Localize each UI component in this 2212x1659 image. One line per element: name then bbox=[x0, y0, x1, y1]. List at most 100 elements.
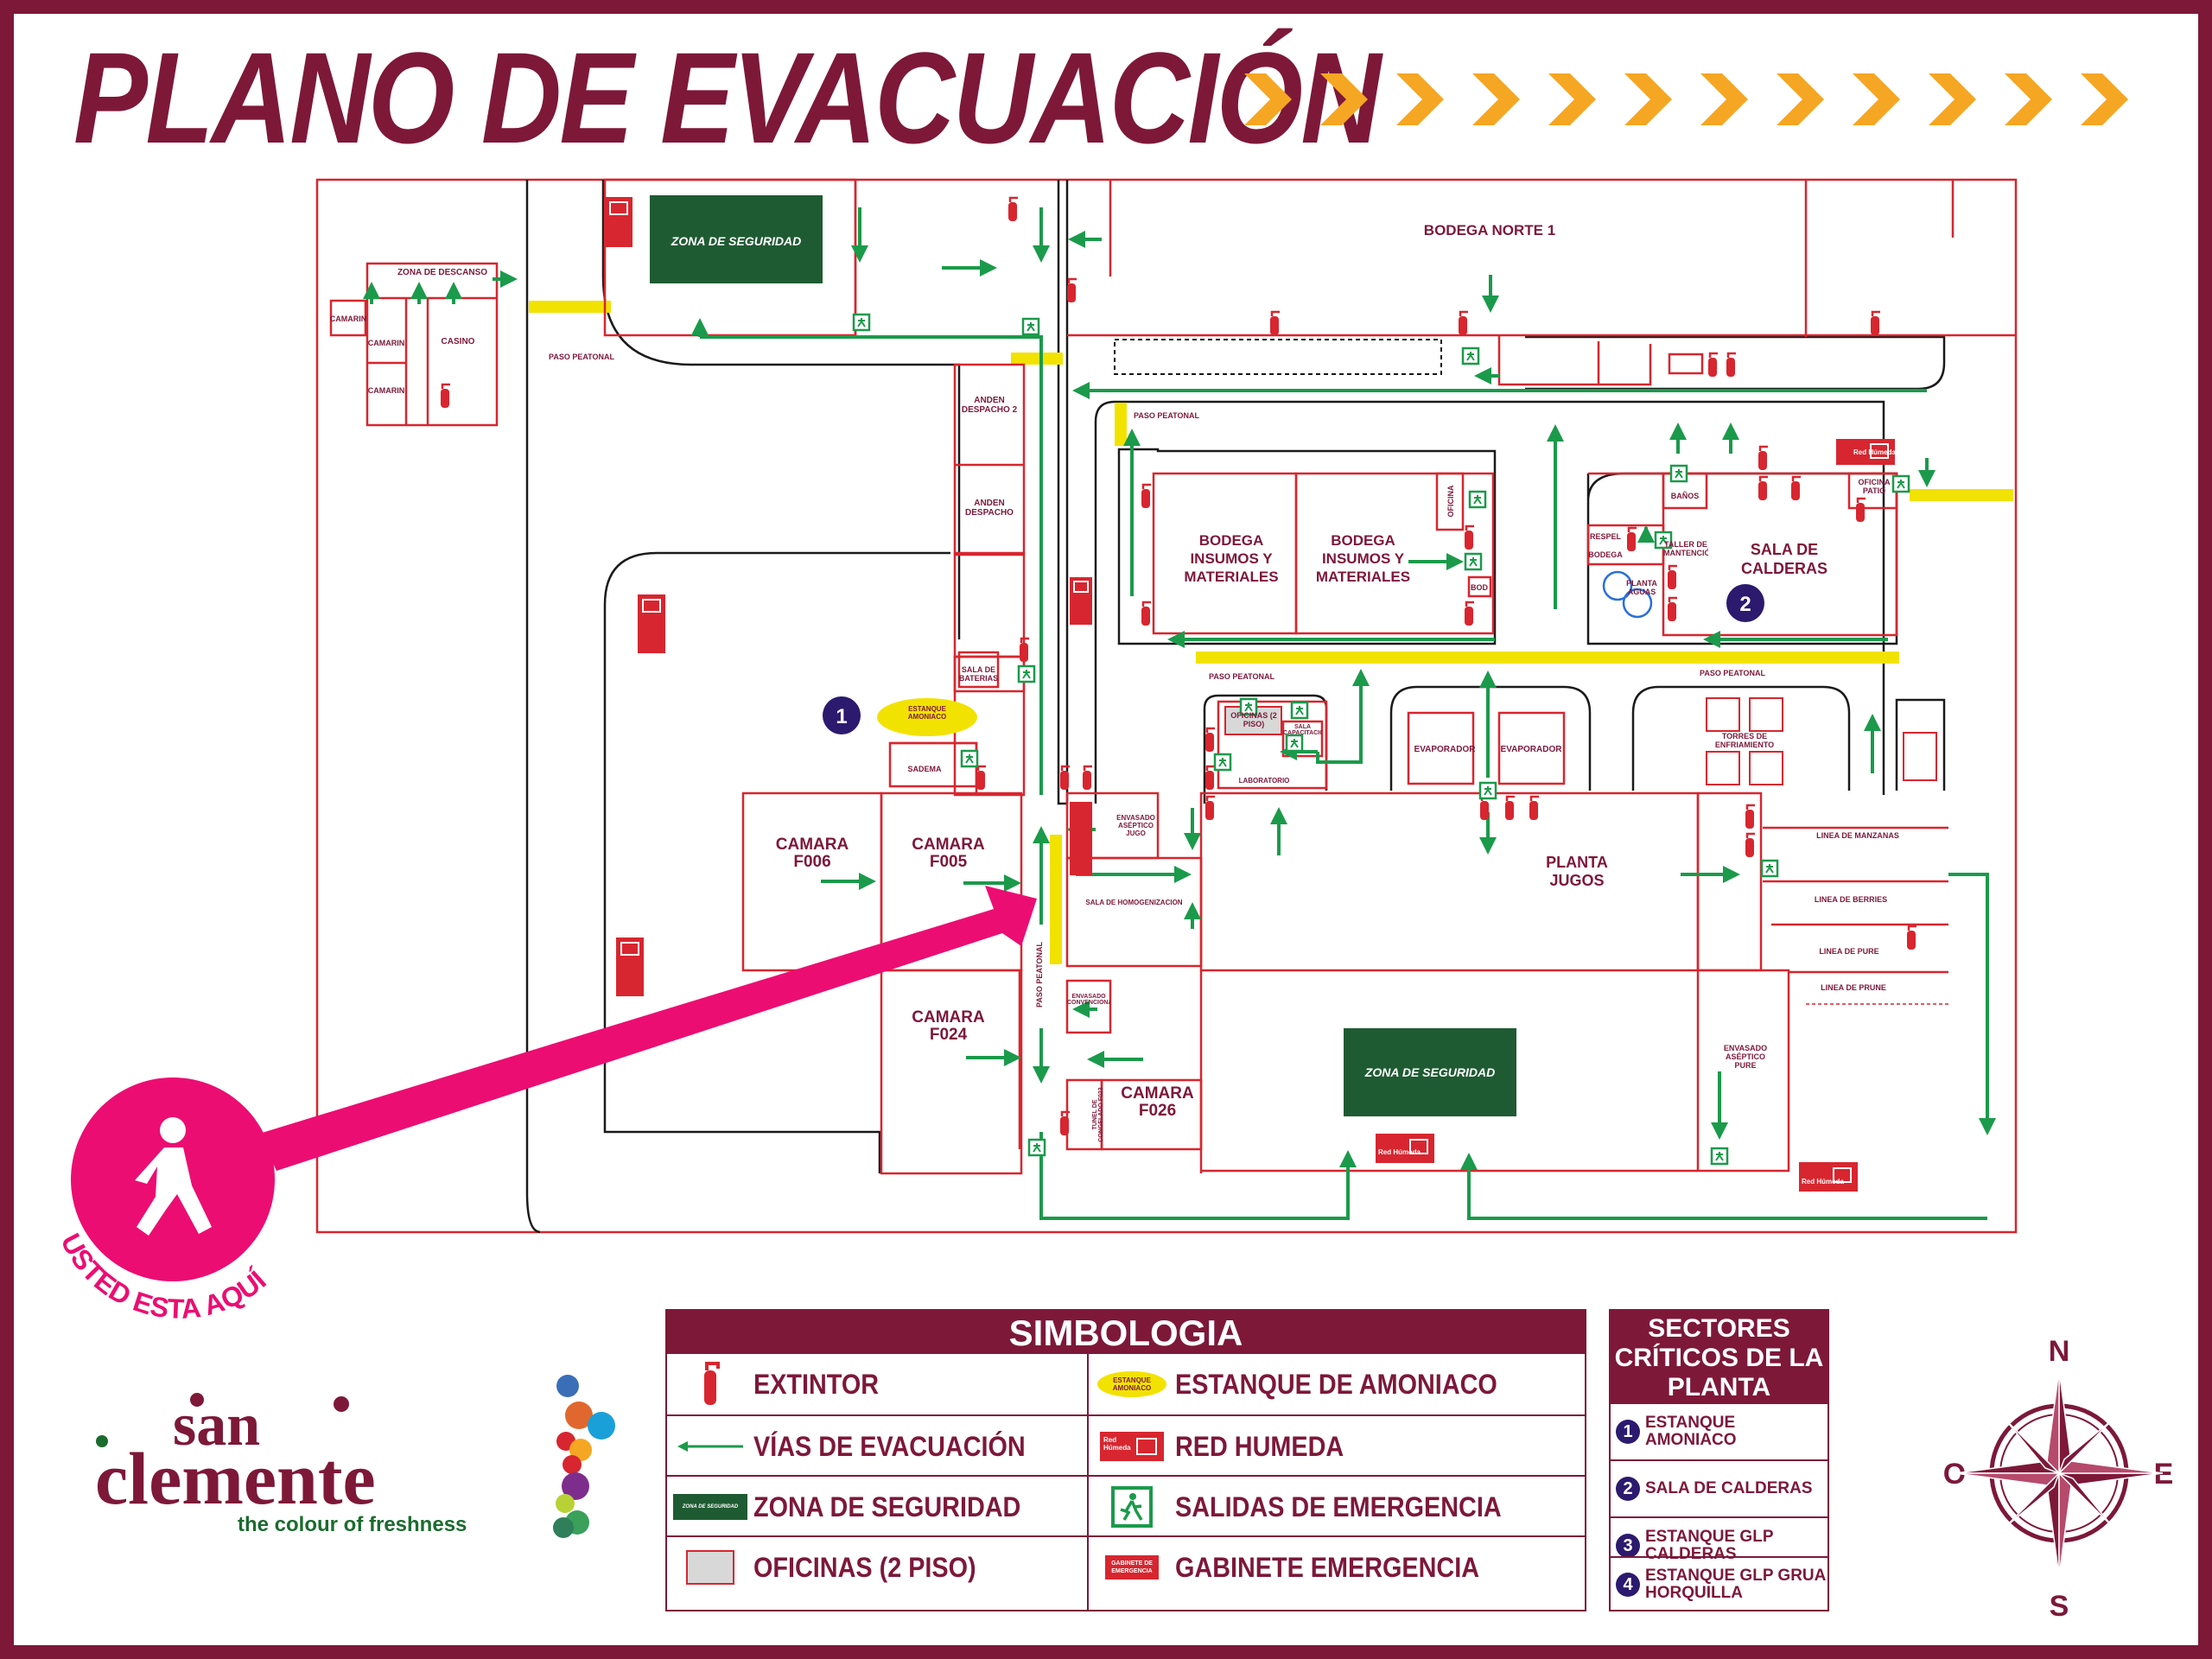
safety-zone-icon: ZONA DE SEGURIDAD bbox=[673, 1494, 747, 1520]
label-linea-prune: LINEA DE PRUNE bbox=[1821, 983, 1886, 992]
label-bodega-insumos: BODEGA INSUMOS Y MATERIALES bbox=[1315, 532, 1411, 585]
you-are-here-marker: USTED ESTA AQUÍ bbox=[54, 886, 1037, 1325]
evacuation-routes bbox=[363, 207, 1996, 1220]
road-yard bbox=[603, 551, 950, 1173]
label-oficina: OFICINA bbox=[1446, 485, 1455, 517]
rooms bbox=[329, 178, 2016, 1175]
compass-south: S bbox=[2050, 1590, 2069, 1620]
office-icon bbox=[686, 1550, 734, 1585]
emergency-exit-icon bbox=[1111, 1486, 1153, 1528]
map-labels: ZONA DE DESCANSO CAMARIN CAMARIN CAMARIN… bbox=[330, 222, 1899, 1185]
compass-east: E bbox=[2154, 1458, 2174, 1491]
legend-item-salidas: SALIDAS DE EMERGENCIA bbox=[1089, 1475, 1585, 1537]
label-oficina-patio: OFICINA PATIO bbox=[1858, 478, 1891, 495]
legend-item-red-humeda: Red Húmeda RED HUMEDA bbox=[1089, 1414, 1585, 1477]
wet-riser-icons bbox=[605, 197, 1895, 1192]
road-ring bbox=[1094, 400, 1885, 804]
label-sala-capacitacion: SALA CAPACITACION bbox=[1283, 724, 1322, 736]
label-bodega-insumos: BODEGA INSUMOS Y MATERIALES bbox=[1184, 532, 1279, 585]
label-laboratorio: LABORATORIO bbox=[1239, 777, 1290, 785]
label-planta-aguas: PLANTA AGUAS bbox=[1626, 579, 1657, 596]
label-zona-descanso: ZONA DE DESCANSO bbox=[397, 268, 487, 277]
fruit-dots-icon bbox=[553, 1375, 615, 1538]
label-envasado-aseptico-jugo: ENVASADO ASÉPTICO JUGO bbox=[1116, 814, 1155, 837]
label-bodega: BODEGA bbox=[1588, 550, 1623, 559]
sector-badge-2 bbox=[1726, 584, 1764, 622]
wet-riser-icon: Red Húmeda bbox=[1100, 1432, 1164, 1461]
site-boundary bbox=[315, 178, 2018, 1234]
road-center bbox=[1057, 180, 1069, 805]
label-oficinas: OFICINAS (2 PISO) bbox=[1230, 711, 1277, 728]
label-zona-seguridad: ZONA DE SEGURIDAD bbox=[671, 234, 801, 248]
fire-extinguisher-icons bbox=[439, 196, 1918, 1137]
label-tunel-congelado: TUNEL DE CONGELADO F023 bbox=[1092, 1087, 1104, 1142]
label-bodega-norte: BODEGA NORTE 1 bbox=[1424, 222, 1555, 238]
label-linea-berries: LINEA DE BERRIES bbox=[1815, 895, 1887, 904]
label-zona-seguridad: ZONA DE SEGURIDAD bbox=[1364, 1065, 1495, 1079]
critical-sectors-title: SECTORES CRÍTICOS DE LA PLANTA bbox=[1611, 1311, 1827, 1402]
page-title: PLANO DE EVACUACIÓN bbox=[73, 25, 1382, 170]
sector-2-number: 2 bbox=[1739, 593, 1751, 616]
label-paso-peatonal: PASO PEATONAL bbox=[1209, 672, 1275, 681]
label-camara-f024: CAMARA F024 bbox=[912, 1009, 985, 1044]
fire-extinguisher-icon bbox=[704, 1362, 720, 1405]
label-sala-calderas: SALA DE CALDERAS bbox=[1740, 541, 1827, 577]
label-anden-despacho: ANDEN DESPACHO bbox=[965, 499, 1014, 518]
legend-item-extintor: EXTINTOR bbox=[667, 1354, 1087, 1414]
legend-item-gabinete: GABINETE DE EMERGENCIA GABINETE EMERGENC… bbox=[1089, 1535, 1585, 1598]
road-evap bbox=[1389, 685, 1592, 791]
emergency-cabinet-icon: GABINETE DE EMERGENCIA bbox=[1105, 1555, 1159, 1580]
compass-rose-icon: N S E O bbox=[1943, 1335, 2174, 1620]
legend-panel: SIMBOLOGIA EXTINTOR ESTANQUE AMONIACO ES… bbox=[665, 1309, 1586, 1611]
san-clemente-logo: san clemente the colour of freshness bbox=[95, 1375, 615, 1538]
label-sala-homogenizacion: SALA DE HOMOGENIZACION bbox=[1085, 899, 1183, 906]
label-camarin: CAMARIN bbox=[330, 315, 367, 323]
label-evaporador: EVAPORADOR bbox=[1414, 745, 1477, 754]
pedestrian-icon bbox=[135, 1117, 212, 1236]
label-linea-pure: LINEA DE PURE bbox=[1819, 947, 1878, 956]
legend-item-amoniaco: ESTANQUE AMONIACO ESTANQUE DE AMONIACO bbox=[1089, 1354, 1585, 1414]
logo-tagline: the colour of freshness bbox=[238, 1513, 467, 1536]
label-torres: TORRES DE ENFRIAMIENTO bbox=[1707, 732, 1783, 749]
label-sala-baterias: SALA DE BATERIAS bbox=[958, 665, 999, 683]
label-paso-peatonal: PASO PEATONAL bbox=[1700, 669, 1766, 677]
legend-item-oficinas: OFICINAS (2 PISO) bbox=[667, 1535, 1087, 1598]
label-anden-despacho-2: ANDEN DESPACHO 2 bbox=[961, 396, 1018, 415]
road-bodega bbox=[1117, 448, 1497, 645]
sector-badge-1 bbox=[823, 696, 861, 734]
road-tank bbox=[1895, 698, 1946, 791]
label-linea-manzanas: LINEA DE MANZANAS bbox=[1816, 831, 1899, 840]
label-red-humeda: Red Húmeda bbox=[1853, 448, 1896, 456]
chevron-decoration bbox=[1244, 73, 2128, 125]
road-norte bbox=[1525, 335, 1946, 391]
label-banos: BAÑOS bbox=[1671, 492, 1700, 500]
ammonia-tank bbox=[877, 698, 977, 736]
label-camara-f006: CAMARA F006 bbox=[775, 836, 849, 871]
label-camarin: CAMARIN bbox=[368, 339, 405, 347]
compass-north: N bbox=[2049, 1335, 2070, 1368]
label-estanque-amoniaco: ESTANQUE AMONIACO bbox=[907, 705, 947, 721]
logo-text-clemente: clemente bbox=[95, 1437, 376, 1520]
ammonia-tank-icon: ESTANQUE AMONIACO bbox=[1097, 1371, 1166, 1397]
sector-1-number: 1 bbox=[836, 705, 847, 728]
logo-text-san: san bbox=[173, 1392, 260, 1459]
label-evaporador: EVAPORADOR bbox=[1501, 745, 1563, 754]
road-west bbox=[525, 180, 541, 1234]
label-red-humeda: Red Húmeda bbox=[1802, 1178, 1844, 1185]
label-camara-f026: CAMARA F026 bbox=[1121, 1085, 1194, 1120]
label-envasado-aseptico-pure: ENVASADO ASÉPTICO PURE bbox=[1723, 1044, 1768, 1070]
label-planta-jugos: PLANTA JUGOS bbox=[1546, 854, 1608, 889]
label-red-humeda: Red Húmeda bbox=[1378, 1148, 1421, 1156]
label-paso-peatonal: PASO PEATONAL bbox=[1134, 411, 1200, 420]
safety-zone-south bbox=[1344, 1028, 1516, 1116]
legend-item-zona-seguridad: ZONA DE SEGURIDAD ZONA DE SEGURIDAD bbox=[667, 1475, 1087, 1537]
label-sadema: SADEMA bbox=[907, 765, 942, 773]
road-torres bbox=[1631, 685, 1851, 791]
label-taller: TALLER DE MANTENCIÓN bbox=[1663, 540, 1708, 557]
label-bod: BOD bbox=[1471, 583, 1489, 592]
